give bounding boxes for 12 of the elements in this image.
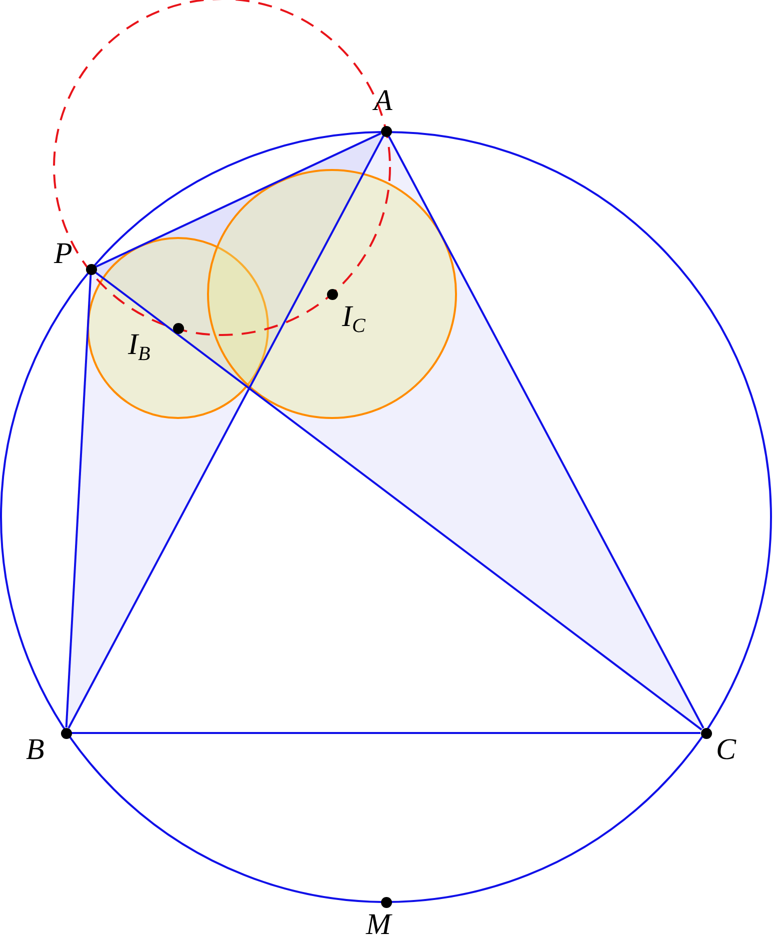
segment: [94, 272, 702, 730]
point-label: A: [374, 86, 392, 116]
segment: [72, 732, 700, 734]
point-label: I$_{C}$: [342, 302, 366, 339]
segment: [388, 135, 704, 729]
point-label: C: [716, 735, 736, 765]
segment: [96, 132, 382, 268]
segment: [65, 274, 92, 728]
point-label: M: [366, 910, 391, 940]
point-label: I$_{B}$: [128, 330, 150, 367]
point-label: P: [54, 239, 72, 269]
point-label: B: [26, 735, 44, 765]
